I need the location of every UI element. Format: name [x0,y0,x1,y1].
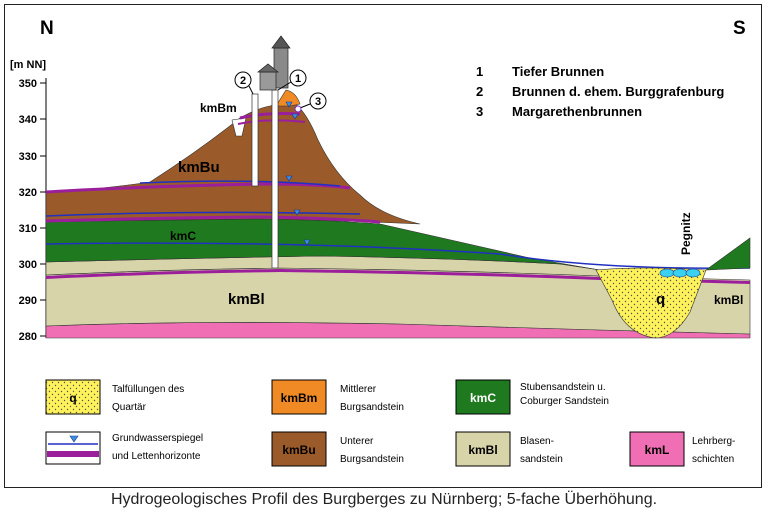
legend-label: Talfüllungen des [112,384,184,395]
groundwater-line [45,211,361,217]
well-marker-2: 2 [234,71,254,95]
wells-legend-num: 1 [476,64,483,79]
letten-horizon-bu [45,182,351,194]
legend-swatch-q [45,379,101,415]
legend-swatch-kmBl [455,431,511,467]
unit-label-kmBl: kmBl [228,291,265,308]
legend-code: kmBm [281,391,318,405]
unit-label-q: q [656,291,665,308]
tick-label: 340 [19,114,37,126]
well-marker-1: 1 [277,69,307,91]
svg-text:2: 2 [240,75,246,87]
legend-label: Blasen- [520,436,554,447]
legend-swatch-groundwater [45,431,101,465]
legend-swatch-kmBu [271,431,327,467]
unit-label-kmBu: kmBu [178,159,220,176]
tick-label: 280 [19,331,37,343]
legend-label: Stubensandstein u. [520,382,606,393]
legend-label: und Lettenhorizonte [112,451,201,462]
legend: q Talfüllungen des Quartär kmBm Mittlere… [45,379,735,467]
wells-legend-name: Brunnen d. ehem. Burggrafenburg [512,84,724,99]
legend-label: Lehrberg- [692,436,735,447]
water-level-icon [69,435,79,443]
well-2-shaft [251,93,259,187]
letten-horizon-c [45,215,381,224]
wells-legend-num: 2 [476,84,483,99]
castle-icon [257,35,291,91]
wells-legend-name: Margarethenbrunnen [512,104,642,119]
wells-legend-num: 3 [476,104,483,119]
legend-code: kmC [470,391,496,405]
legend-label: Mittlerer [340,384,377,395]
legend-label: Quartär [112,402,147,413]
unit-label-kmBl-right: kmBl [714,293,743,307]
river-pegnitz [659,268,701,278]
y-ticks [40,82,46,337]
unit-label-kmBm: kmBm [200,101,237,115]
axis-unit: [m NN] [10,59,46,71]
legend-swatch-kmBm [271,379,327,415]
legend-label: sandstein [520,454,563,465]
letten-horizon-top2 [237,119,306,125]
tick-label: 330 [19,151,37,163]
wells-legend: 1 Tiefer Brunnen 2 Brunnen d. ehem. Burg… [476,64,724,119]
tick-label: 350 [19,78,37,90]
layer-kmBu [45,99,421,225]
legend-label: Coburger Sandstein [520,396,609,407]
water-level-markers [285,101,311,246]
groundwater-line [45,242,751,269]
legend-label: Grundwasserspiegel [112,433,203,444]
layer-kmC-right [705,237,751,271]
legend-code: kmBu [282,443,315,457]
legend-label: Unterer [340,436,374,447]
legend-label: schichten [692,454,734,465]
tick-label: 320 [19,187,37,199]
figure-caption: Hydrogeologisches Profil des Burgberges … [110,491,658,508]
svg-text:3: 3 [315,96,321,108]
groundwater-line [139,180,341,187]
legend-label: Burgsandstein [340,454,404,465]
north-label: N [40,18,54,39]
legend-swatch-kmC [455,379,511,415]
profile-diagram: 350 340 330 320 310 300 290 280 [m NN] N… [10,18,751,467]
river-label: Pegnitz [679,212,693,255]
layer-kmBm [275,89,301,107]
legend-code: kmBl [468,443,497,457]
layer-q [595,267,707,339]
south-label: S [733,18,746,39]
legend-code: kmL [645,443,670,457]
well-marker-3: 3 [294,92,327,113]
legend-code: q [69,391,76,405]
tick-label: 290 [19,295,37,307]
tick-label: 310 [19,223,37,235]
legend-swatch-kmL [629,431,685,467]
legend-label: Burgsandstein [340,402,404,413]
unit-label-kmC: kmC [170,229,196,243]
wells-legend-name: Tiefer Brunnen [512,64,604,79]
tick-label: 300 [19,259,37,271]
letten-horizon-bl [46,269,750,284]
svg-text:1: 1 [295,73,301,85]
well-1-shaft [271,89,279,269]
